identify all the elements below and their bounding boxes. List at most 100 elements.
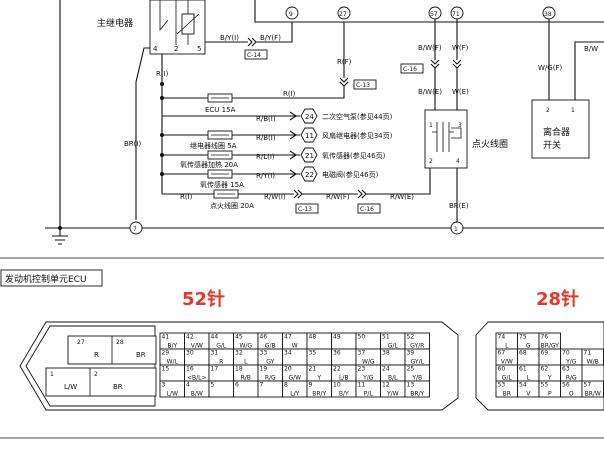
wire-label-wg-f: W/G(F): [538, 64, 562, 72]
c52-pin-number: 11: [358, 382, 366, 389]
main-relay: [149, 0, 206, 55]
c52-pin-number: 31: [211, 350, 219, 357]
connector-c16a-symbol: [430, 59, 462, 69]
fuse-o2-15a: [207, 169, 233, 179]
wire-label-bw-right: B/W: [584, 45, 598, 53]
branch-wire-label-24: R/B(I): [256, 115, 276, 123]
c52-pin-wire: P/L: [364, 391, 374, 398]
c52-big-wire-2: BR: [113, 383, 123, 391]
wire-label-r-i-top: R(I): [283, 90, 296, 98]
branch-desc-11: 风扇继电器(参见34页): [322, 131, 393, 140]
c52-pin-number: 35: [309, 350, 317, 357]
c52-big-wire-1: L/W: [64, 383, 77, 391]
terminal-27-label: 27: [339, 11, 347, 18]
c52-pin-number: 13: [407, 382, 415, 389]
branch-ref-22: 22: [305, 171, 314, 179]
wire-label-bw-f: B/W(F): [418, 44, 442, 52]
fuse-ignition-coil-20a: [213, 189, 239, 199]
c52-pin-number: 38: [382, 350, 390, 357]
c52-big-wire-27: R: [94, 351, 99, 359]
c52-pin-number: 36: [333, 350, 341, 357]
c52-pin-number: 21: [309, 366, 317, 373]
wire-label-rw-f: R/W(F): [326, 193, 350, 201]
c52-pin-wire: <B/L>: [187, 375, 207, 382]
wire-label-rw-i: R/W(I): [264, 193, 286, 201]
c52-pin-number: 18: [235, 366, 243, 373]
c28-pin-wire: W/B: [587, 359, 599, 366]
c52-pin-number: 17: [211, 366, 219, 373]
c52-pin-wire: R: [219, 359, 223, 366]
c52-pin-wire: W/G: [239, 343, 252, 350]
wire-label-r-f: R(F): [337, 58, 352, 66]
fuse-label-o2-15a: 氧传感器 15A: [200, 180, 244, 189]
c52-pin-number: 46: [260, 334, 268, 341]
c28-pin-wire: BR/W: [585, 391, 601, 398]
fuse-label-ignition-coil: 点火线圈 20A: [210, 201, 254, 210]
terminal-1-label: 1: [454, 226, 458, 233]
connector-c16a-label: C-16: [403, 66, 417, 73]
terminal-27: [337, 6, 351, 20]
fuse-relay-coil: [207, 130, 233, 140]
c28-pin-number: 76: [541, 334, 549, 341]
fuse-o2-heater: [207, 150, 233, 160]
relay-pin-2: 2: [174, 45, 178, 53]
c28-pin-number: 57: [584, 382, 592, 389]
c52-pin-wire: G/L: [216, 343, 227, 350]
branch-ref-24: 24: [305, 113, 314, 121]
c52-pin-number: 50: [358, 334, 366, 341]
clutch-switch-label-1: 离合器: [543, 126, 570, 138]
connector-tag-c16b: [357, 203, 381, 214]
ground-symbol: [52, 228, 68, 245]
wire-label-by-i: B/Y(I): [220, 34, 239, 42]
terminal-1: [450, 221, 464, 235]
c28-pin-wire: L: [505, 343, 509, 350]
wire-bw-right: [574, 41, 604, 100]
c52-pin-number: 25: [407, 366, 415, 373]
c52-pin-wire: B/L: [388, 375, 398, 382]
c52-pin-number: 6: [235, 382, 239, 389]
c52-big-pin-27: 27: [77, 339, 85, 346]
c52-pin-number: 19: [260, 366, 268, 373]
c52-pin-wire: GY: [266, 359, 274, 366]
c52-pin-wire: Y/G: [362, 375, 374, 382]
fuse-label-relay-coil: 继电器线圈 5A: [190, 141, 237, 150]
wire-bw-e-w-e: [434, 68, 458, 110]
wire-label-w-f: W(F): [452, 44, 469, 52]
c52-pin-wire: B/Y: [339, 391, 349, 398]
c52-pin-wire: R/G: [265, 375, 276, 382]
c52-pin-number: 16: [186, 366, 194, 373]
c28-pin-wire: R/G: [566, 375, 577, 382]
c52-pin-number: 39: [407, 350, 415, 357]
connector-c13b-symbol: [293, 189, 303, 199]
connector-52-cell-1-2: [45, 367, 157, 397]
c52-pin-number: 48: [309, 334, 317, 341]
connector-tag-c13b: [295, 203, 319, 214]
c52-pin-wire: L: [244, 359, 248, 366]
wire-label-w-e: W(E): [452, 88, 469, 96]
terminal-38-label: 38: [544, 11, 552, 18]
connector-c16b-label: C-16: [360, 206, 374, 213]
c52-pin-number: 29: [162, 350, 170, 357]
fuse-ecu-15a: [207, 93, 233, 103]
c52-pin-number: 51: [382, 334, 390, 341]
ecu-section-title: 发动机控制单元ECU: [5, 273, 87, 285]
branch-ref-shapes: [300, 108, 318, 182]
branch-wire-label-11: R/B(I): [256, 134, 276, 142]
c28-pin-wire: BR: [503, 391, 511, 398]
c52-pin-number: 15: [162, 366, 170, 373]
connector-52-heading: 52针: [182, 288, 225, 310]
c52-big-pin-2: 2: [94, 371, 98, 378]
c52-pin-wire: G/L: [388, 343, 399, 350]
c28-pin-number: 67: [498, 350, 506, 357]
c52-pin-number: 49: [333, 334, 341, 341]
connector-c14-symbol: [247, 37, 257, 47]
connector-c13b-label: C-13: [298, 206, 312, 213]
c52-pin-number: 47: [284, 334, 292, 341]
c28-pin-wire: G: [526, 343, 531, 350]
wire-label-bw-e: B/W(E): [418, 88, 442, 96]
c52-pin-wire: Y/B: [411, 375, 422, 382]
wire-r-i-bus: [162, 86, 345, 99]
coil-pin-4: 4: [456, 158, 460, 165]
c52-pin-number: 34: [284, 350, 292, 357]
